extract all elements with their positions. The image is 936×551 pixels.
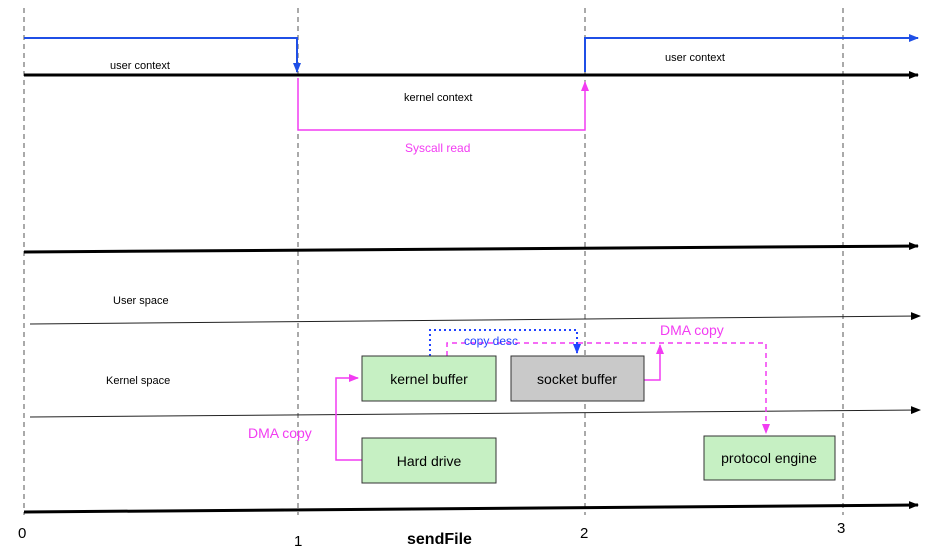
kernel-buffer-box: kernel buffer: [361, 355, 497, 402]
dma-copy-label-right: DMA copy: [660, 322, 724, 338]
dma-copy-path-right: [446, 342, 770, 434]
time-axis: [23, 501, 919, 514]
syscall-read-path: [297, 78, 589, 131]
user-space-label: User space: [113, 295, 169, 307]
tick-label-3: 3: [837, 520, 845, 537]
tick-label-0: 0: [18, 525, 26, 542]
kernel-space-label: Kernel space: [106, 375, 170, 387]
separator-arrow: [23, 242, 919, 254]
axis-title: sendFile: [407, 531, 472, 548]
syscall-read-label: Syscall read: [405, 141, 470, 155]
protocol-engine-label: protocol engine: [721, 450, 817, 466]
socket-buffer-box: socket buffer: [510, 355, 645, 402]
user-context-label-right: user context: [665, 52, 725, 64]
hard-drive-box: Hard drive: [361, 437, 497, 484]
tick-label-1: 1: [294, 533, 302, 550]
dma-copy-path-left: [335, 374, 362, 461]
copy-desc-label: copy desc: [464, 334, 518, 348]
kernel-buffer-label: kernel buffer: [390, 371, 468, 387]
kernel-context-label: kernel context: [404, 92, 472, 104]
socket-to-dma-path: [644, 344, 664, 381]
kernel-space-boundary-line: [29, 406, 921, 418]
tick-label-2: 2: [580, 525, 588, 542]
socket-buffer-label: socket buffer: [537, 371, 617, 387]
hard-drive-label: Hard drive: [397, 453, 462, 469]
user-context-line-right: [584, 34, 919, 72]
user-context-line-left: [24, 37, 301, 73]
dma-copy-label-left: DMA copy: [248, 425, 312, 441]
user-space-boundary-line: [29, 312, 921, 325]
user-context-label-left: user context: [110, 60, 170, 72]
protocol-engine-box: protocol engine: [703, 435, 836, 481]
